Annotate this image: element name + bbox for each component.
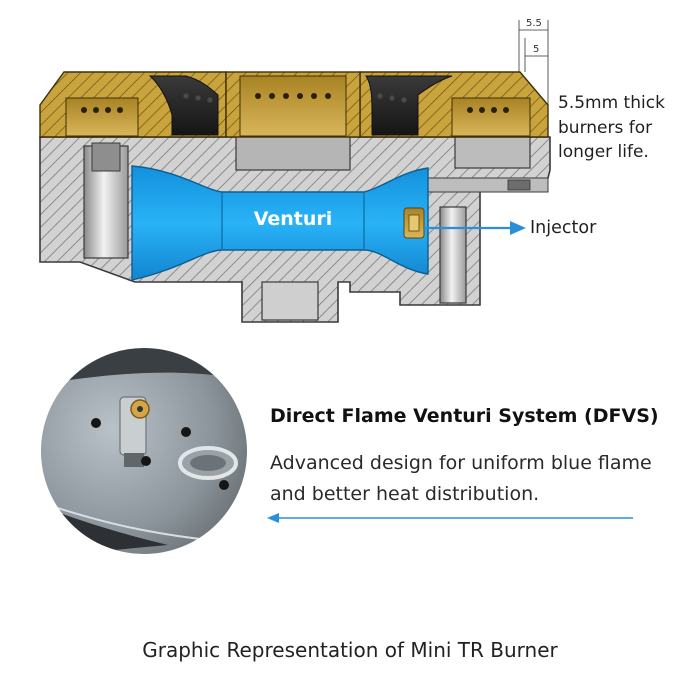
dimension-outer-label: 5.5 xyxy=(526,18,542,29)
venturi-label: Venturi xyxy=(253,208,333,230)
thickness-dimension xyxy=(518,20,549,105)
injector-closeup-photo xyxy=(39,346,249,556)
burner-thickness-note: 5.5mm thick burners for longer life. xyxy=(558,93,665,162)
figure-caption: Graphic Representation of Mini TR Burner xyxy=(142,638,558,662)
injector-arrow xyxy=(424,221,526,235)
dfvs-pointer-arrow xyxy=(267,513,633,523)
dfvs-description: Advanced design for uniform blue flame a… xyxy=(270,452,652,505)
dimension-inner-label: 5 xyxy=(533,44,540,55)
venturi-tube xyxy=(131,165,429,281)
burner-cross-section xyxy=(39,20,551,323)
dfvs-title: Direct Flame Venturi System (DFVS) xyxy=(270,405,659,427)
injector-label: Injector xyxy=(530,218,597,238)
brass-burner-cap xyxy=(39,71,549,138)
